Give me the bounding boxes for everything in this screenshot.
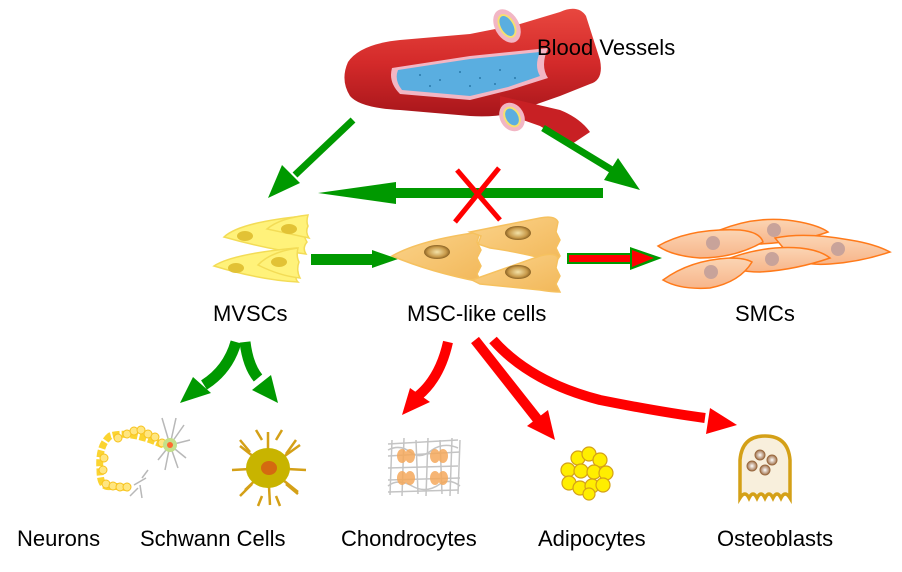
label-osteoblasts: Osteoblasts (717, 526, 833, 551)
adipocyte-icon (560, 446, 614, 501)
arrow-mvscs-to-schwann (239, 341, 278, 403)
arrow-msc-to-adipocytes (471, 336, 555, 440)
label-adipocytes: Adipocytes (538, 526, 646, 551)
smc-cells-icon (656, 218, 892, 290)
arrow-msc-to-osteoblasts (489, 336, 737, 434)
arrow-mvscs-to-neurons (180, 340, 242, 403)
label-smcs: SMCs (735, 301, 795, 326)
neuron-icon (96, 417, 191, 499)
arrow-vessel-to-smcs (541, 125, 640, 190)
block-cross-icon (453, 166, 502, 224)
blood-vessel-icon (344, 8, 601, 144)
osteoblast-icon (738, 434, 792, 505)
mvsc-cells-icon (212, 214, 311, 283)
arrow-mvscs-to-msc (311, 250, 398, 268)
label-chondrocytes: Chondrocytes (341, 526, 477, 551)
arrow-vessel-to-mvscs (268, 117, 356, 198)
label-msc-like-cells: MSC-like cells (407, 301, 546, 326)
chondrocyte-icon (387, 437, 461, 497)
label-neurons: Neurons (17, 526, 100, 551)
label-mvscs: MVSCs (213, 301, 288, 326)
arrow-msc-to-smcs (567, 247, 662, 270)
schwann-cell-icon (231, 429, 307, 507)
label-schwann-cells: Schwann Cells (140, 526, 286, 551)
arrow-msc-to-chondrocytes (402, 340, 453, 415)
label-blood-vessels: Blood Vessels (537, 35, 675, 60)
arrow-smcs-to-mvscs-blocked (318, 182, 603, 204)
msc-cells-icon (390, 216, 562, 293)
